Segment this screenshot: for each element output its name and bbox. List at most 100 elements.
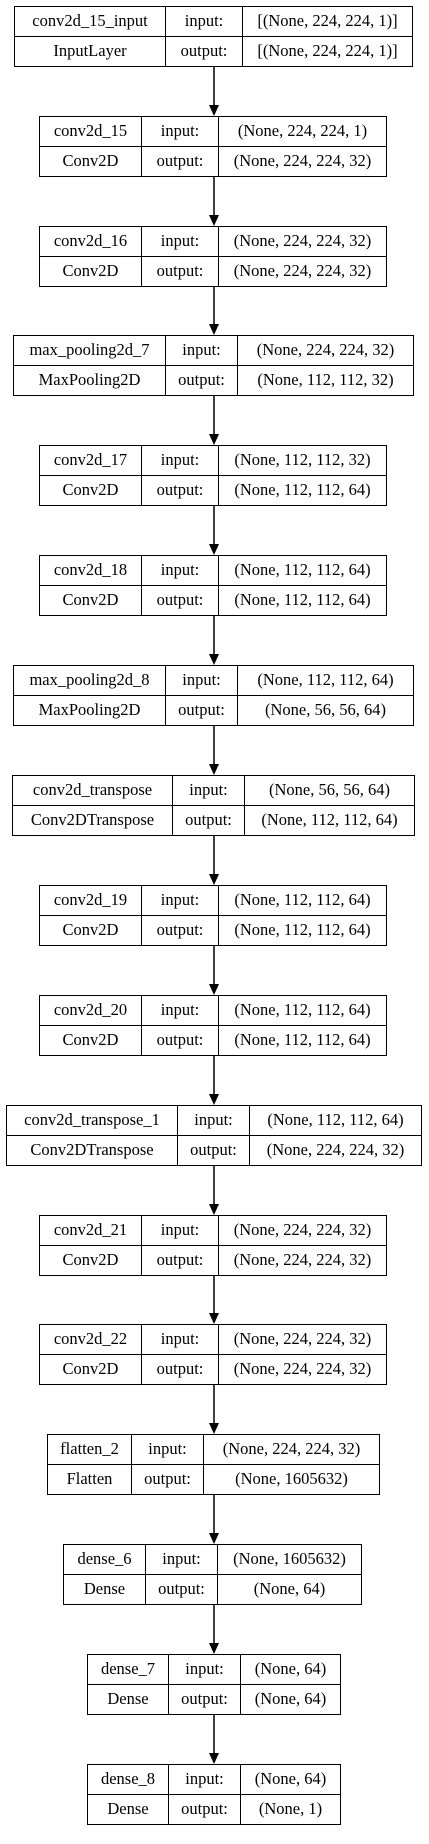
output-label: output: bbox=[142, 915, 219, 945]
input-label: input: bbox=[178, 1106, 250, 1136]
output-label: output: bbox=[178, 1135, 250, 1165]
input-shape: (None, 224, 224, 32) bbox=[204, 1435, 379, 1465]
layer-type: Conv2D bbox=[40, 1354, 142, 1384]
layer-type: Conv2D bbox=[40, 475, 142, 505]
input-shape: (None, 224, 224, 32) bbox=[219, 227, 386, 257]
layer-node: conv2d_transpose_1 input: (None, 112, 11… bbox=[6, 1105, 422, 1166]
layer-node: conv2d_22 input: (None, 224, 224, 32) Co… bbox=[39, 1324, 387, 1385]
output-shape: (None, 112, 112, 64) bbox=[234, 920, 371, 939]
layer-name: dense_8 bbox=[88, 1765, 169, 1795]
output-shape: (None, 224, 224, 32) bbox=[266, 1140, 405, 1159]
input-shape: (None, 56, 56, 64) bbox=[245, 776, 414, 806]
output-label: output: bbox=[132, 1464, 204, 1494]
output-shape: (None, 112, 112, 64) bbox=[261, 810, 398, 829]
arrowhead bbox=[209, 1313, 219, 1324]
layer-node: conv2d_21 input: (None, 224, 224, 32) Co… bbox=[39, 1215, 387, 1276]
layer-name: conv2d_21 bbox=[40, 1216, 142, 1246]
edge-arrow bbox=[209, 946, 219, 995]
layer-node: max_pooling2d_7 input: (None, 224, 224, … bbox=[13, 335, 414, 396]
arrowhead bbox=[209, 324, 219, 335]
layer-name: conv2d_18 bbox=[40, 556, 142, 586]
arrowhead bbox=[209, 874, 219, 885]
layer-type: Conv2D bbox=[40, 915, 142, 945]
arrowhead bbox=[209, 215, 219, 226]
output-shape: (None, 1) bbox=[258, 1799, 323, 1818]
input-label: input: bbox=[146, 1545, 218, 1575]
output-label: output: bbox=[169, 1794, 241, 1824]
input-label: input: bbox=[169, 1655, 241, 1685]
output-label: output: bbox=[142, 1245, 219, 1275]
output-shape: (None, 112, 112, 64) bbox=[234, 1030, 371, 1049]
layer-name: conv2d_15_input bbox=[15, 7, 166, 37]
edge-arrow bbox=[209, 616, 219, 665]
input-shape: (None, 64) bbox=[241, 1655, 340, 1685]
arrowhead bbox=[209, 1094, 219, 1105]
layer-name: conv2d_22 bbox=[40, 1325, 142, 1355]
edge-arrow bbox=[209, 726, 219, 775]
output-label: output: bbox=[169, 1684, 241, 1714]
input-label: input: bbox=[166, 666, 238, 696]
output-label: output: bbox=[146, 1574, 218, 1604]
arrowhead bbox=[209, 544, 219, 555]
output-label: output: bbox=[166, 365, 238, 395]
input-label: input: bbox=[169, 1765, 241, 1795]
layer-type: Conv2D bbox=[40, 146, 142, 176]
layer-type: Dense bbox=[88, 1684, 169, 1714]
input-shape: (None, 112, 112, 64) bbox=[219, 996, 386, 1026]
output-label: output: bbox=[142, 1354, 219, 1384]
layer-name: dense_6 bbox=[64, 1545, 146, 1575]
input-shape: (None, 224, 224, 32) bbox=[238, 336, 413, 366]
input-shape: [(None, 224, 224, 1)] bbox=[243, 7, 412, 37]
edge-arrow bbox=[209, 1495, 219, 1544]
edge-arrow bbox=[209, 67, 219, 116]
layer-node: dense_7 input: (None, 64) Dense output: … bbox=[87, 1654, 341, 1715]
layer-type: Dense bbox=[64, 1574, 146, 1604]
edge-arrow bbox=[209, 1385, 219, 1434]
layer-name: conv2d_transpose_1 bbox=[7, 1106, 178, 1136]
edge-arrow bbox=[209, 396, 219, 445]
input-shape: (None, 112, 112, 32) bbox=[219, 446, 386, 476]
layer-type: Conv2D bbox=[40, 585, 142, 615]
output-shape: (None, 224, 224, 32) bbox=[233, 261, 372, 280]
input-shape: (None, 112, 112, 64) bbox=[250, 1106, 421, 1136]
layer-name: dense_7 bbox=[88, 1655, 169, 1685]
edge-arrow bbox=[209, 287, 219, 335]
layer-type: MaxPooling2D bbox=[14, 365, 166, 395]
output-shape: [(None, 224, 224, 1)] bbox=[257, 41, 398, 60]
layer-name: conv2d_16 bbox=[40, 227, 142, 257]
edge-arrow bbox=[209, 1056, 219, 1105]
arrowhead bbox=[209, 1753, 219, 1764]
arrowhead bbox=[209, 984, 219, 995]
input-label: input: bbox=[142, 996, 219, 1026]
layer-node: conv2d_19 input: (None, 112, 112, 64) Co… bbox=[39, 885, 387, 946]
layer-type: Conv2DTranspose bbox=[7, 1135, 178, 1165]
layer-type: Conv2D bbox=[40, 256, 142, 286]
layer-type: Conv2DTranspose bbox=[13, 805, 173, 835]
edge-arrow bbox=[209, 506, 219, 555]
input-label: input: bbox=[142, 556, 219, 586]
output-shape: (None, 112, 112, 32) bbox=[257, 370, 394, 389]
layer-name: max_pooling2d_7 bbox=[14, 336, 166, 366]
output-label: output: bbox=[142, 256, 219, 286]
layer-node: conv2d_20 input: (None, 112, 112, 64) Co… bbox=[39, 995, 387, 1056]
output-shape: (None, 112, 112, 64) bbox=[234, 590, 371, 609]
output-shape: (None, 224, 224, 32) bbox=[233, 1250, 372, 1269]
arrowhead bbox=[209, 1204, 219, 1215]
edge-arrow bbox=[209, 1605, 219, 1654]
input-shape: (None, 1605632) bbox=[218, 1545, 361, 1575]
edge-arrow bbox=[209, 836, 219, 885]
layer-type: Dense bbox=[88, 1794, 169, 1824]
input-label: input: bbox=[173, 776, 245, 806]
output-shape: (None, 64) bbox=[253, 1579, 326, 1598]
arrowhead bbox=[209, 1643, 219, 1654]
layer-name: conv2d_15 bbox=[40, 117, 142, 147]
arrowhead bbox=[209, 434, 219, 445]
layer-type: Conv2D bbox=[40, 1025, 142, 1055]
layer-name: conv2d_19 bbox=[40, 886, 142, 916]
layer-type: MaxPooling2D bbox=[14, 695, 166, 725]
arrowhead bbox=[209, 1533, 219, 1544]
input-label: input: bbox=[166, 7, 243, 37]
arrowhead bbox=[209, 105, 219, 116]
arrowhead bbox=[209, 1423, 219, 1434]
